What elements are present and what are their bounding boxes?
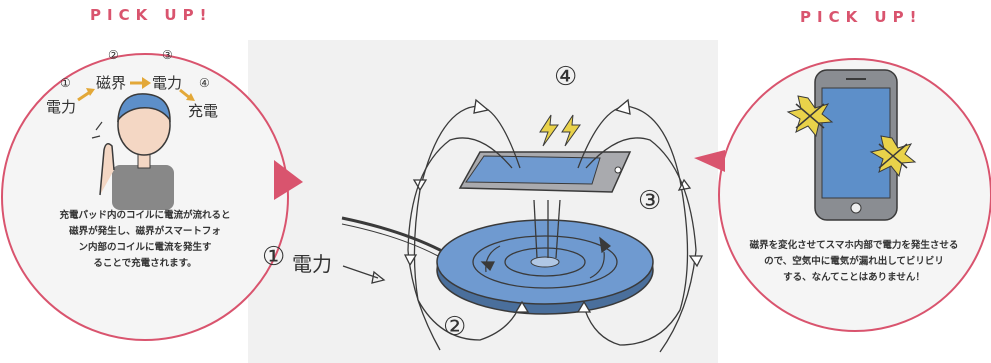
left-caption-line: 充電パッド内のコイルに電流が流れると [14,208,276,224]
left-caption-line: ることで充電されます。 [14,256,276,272]
right-caption-line: ので、空気中に電気が漏れ出してビリビリ [728,254,980,270]
flow-label-jikai: 磁界 [96,72,126,93]
flow-label-denryoku: 電力 [46,96,76,117]
left-caption-line: 磁界が発生し、磁界がスマートフォ [14,224,276,240]
right-pickup-label: PICK UP! [800,8,922,26]
flow-label-denryoku2: 電力 [152,72,182,93]
right-caption: 磁界を変化させてスマホ内部で電力を発生させる ので、空気中に電気が漏れ出してビリ… [728,238,980,286]
charging-pad [437,220,653,314]
step-4-number: ④ [554,62,577,92]
flow-num-2: ② [108,48,119,62]
left-caption-line: ン内部のコイルに電流を発生す [14,240,276,256]
flow-num-4: ④ [199,76,210,90]
step-2-number: ② [443,312,466,342]
flow-num-1: ① [60,76,71,90]
step-1-label: 電力 [292,248,332,277]
flow-label-juuden: 充電 [188,100,218,121]
step-3-number: ③ [638,186,661,216]
right-caption-line: する、なんてことはありません！ [728,270,980,286]
left-pickup-label: PICK UP! [90,6,212,24]
flow-num-3: ③ [162,48,173,62]
left-caption: 充電パッド内のコイルに電流が流れると 磁界が発生し、磁界がスマートフォ ン内部の… [14,208,276,272]
smartphone [460,152,630,192]
step-1-number: ① [262,242,285,272]
right-caption-line: 磁界を変化させてスマホ内部で電力を発生させる [728,238,980,254]
